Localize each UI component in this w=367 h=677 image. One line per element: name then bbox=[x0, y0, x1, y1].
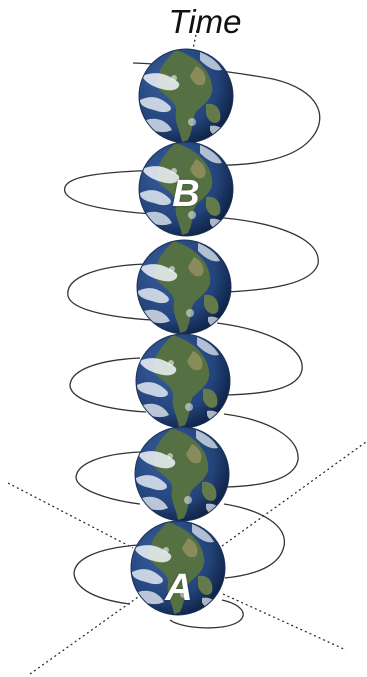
point-b-label: B bbox=[166, 174, 206, 214]
earth-globe-icon bbox=[135, 427, 229, 521]
earth-globe-icon bbox=[139, 49, 233, 143]
earth-globe-icon bbox=[137, 240, 231, 334]
diagonal-axis-right bbox=[222, 442, 366, 546]
point-a-label: A bbox=[159, 568, 199, 608]
diagonal-axis-lower-right bbox=[223, 594, 346, 650]
diagonal-axis-lower-left bbox=[30, 597, 138, 674]
earth-globe-icon bbox=[136, 334, 230, 428]
diagonal-axis-left bbox=[8, 483, 133, 548]
time-axis-label: Time bbox=[150, 2, 260, 42]
